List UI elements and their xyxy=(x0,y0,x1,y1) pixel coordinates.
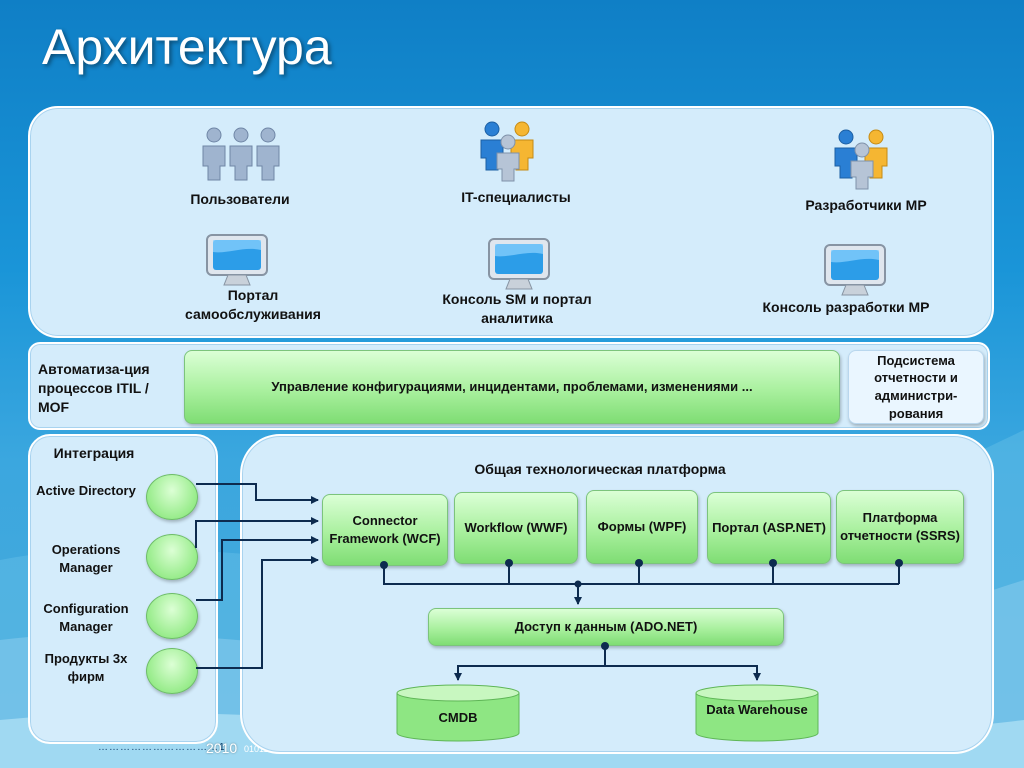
footer-bits: 01011 xyxy=(244,744,269,754)
reporting-subsystem-box: Подсистема отчетности и администри-рован… xyxy=(848,350,984,424)
sm-console-label: Консоль SM и портал аналитика xyxy=(442,291,592,326)
platform-panel xyxy=(240,434,994,754)
cmdb-cylinder-icon xyxy=(396,684,520,742)
cmdb-store: CMDB xyxy=(395,684,521,742)
developers-icon xyxy=(834,129,888,190)
mp-dev-console-label: Консоль разработки MP xyxy=(762,299,930,315)
portal-box: Портал (ASP.NET) xyxy=(707,492,831,564)
configuration-manager-node xyxy=(146,593,198,639)
integration-item-operations-manager-label: Operations Manager xyxy=(51,542,121,575)
integration-title: Интеграция xyxy=(53,445,135,461)
mp-dev-console-monitor-icon xyxy=(824,244,886,296)
slide-title: Архитектура xyxy=(42,19,332,75)
integration-item-third-party-label: Продукты 3х фирм xyxy=(44,651,128,684)
data-access-box: Доступ к данным (ADO.NET) xyxy=(428,608,784,646)
workflow-box: Workflow (WWF) xyxy=(454,492,578,564)
data-warehouse-label: Data Warehouse xyxy=(706,702,808,717)
data-warehouse-cylinder-icon xyxy=(695,684,819,742)
automation-label: Автоматиза-ция процессов ITIL / MOF xyxy=(38,361,150,415)
self-service-portal-label: Портал самообслуживания xyxy=(185,287,321,322)
cmdb-label: CMDB xyxy=(438,710,478,725)
connector-framework-box: Connector Framework (WCF) xyxy=(322,494,448,566)
forms-box: Формы (WPF) xyxy=(586,490,698,564)
sm-console-monitor-icon xyxy=(488,238,550,290)
integration-item-active-directory-label: Active Directory xyxy=(36,483,136,498)
reporting-platform-box: Платформа отчетности (SSRS) xyxy=(836,490,964,564)
management-box: Управление конфигурациями, инцидентами, … xyxy=(184,350,840,424)
active-directory-node xyxy=(146,474,198,520)
it-specialists-icon xyxy=(480,121,534,182)
footer-dots: ……………………………1 xyxy=(98,742,226,753)
third-party-node xyxy=(146,648,198,694)
users-group-icon xyxy=(202,127,280,181)
data-warehouse-store: Data Warehouse xyxy=(694,684,820,742)
footer-year: 2010 xyxy=(206,740,238,756)
integration-item-configuration-manager-label: Configuration Manager xyxy=(43,601,129,634)
operations-manager-node xyxy=(146,534,198,580)
developers-label: Разработчики MP xyxy=(805,197,927,213)
platform-title: Общая технологическая платформа xyxy=(474,461,726,477)
self-service-portal-monitor-icon xyxy=(206,234,268,286)
users-label: Пользователи xyxy=(190,191,290,207)
it-specialists-label: IT-специалисты xyxy=(461,189,571,205)
